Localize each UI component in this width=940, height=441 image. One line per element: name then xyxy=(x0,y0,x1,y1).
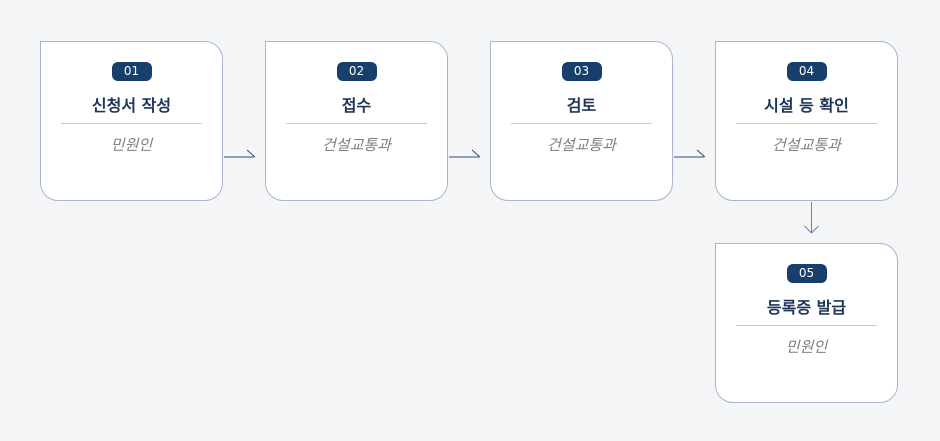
divider xyxy=(511,123,652,124)
step-actor: 건설교통과 xyxy=(321,136,391,154)
step-title: 신청서 작성 xyxy=(91,96,172,115)
step-card-4: 04 시설 등 확인 건설교통과 xyxy=(715,41,898,201)
step-card-3: 03 검토 건설교통과 xyxy=(490,41,673,201)
step-actor: 민원인 xyxy=(785,338,828,356)
step-card-1: 01 신청서 작성 민원인 xyxy=(40,41,223,201)
step-card-2: 02 접수 건설교통과 xyxy=(265,41,448,201)
step-title: 검토 xyxy=(566,96,597,115)
step-number-badge: 02 xyxy=(336,62,377,81)
connector-3-4 xyxy=(674,149,706,158)
divider xyxy=(286,123,427,124)
divider xyxy=(736,123,877,124)
step-number-badge: 03 xyxy=(561,62,602,81)
step-number-badge: 05 xyxy=(786,264,827,283)
divider xyxy=(61,123,202,124)
step-number-badge: 04 xyxy=(786,62,827,81)
step-number-badge: 01 xyxy=(111,62,152,81)
step-actor: 건설교통과 xyxy=(771,136,841,154)
step-title: 등록증 발급 xyxy=(766,298,847,317)
step-card-5: 05 등록증 발급 민원인 xyxy=(715,243,898,403)
step-title: 접수 xyxy=(341,96,372,115)
connector-2-3 xyxy=(449,149,481,158)
step-title: 시설 등 확인 xyxy=(764,96,849,115)
connector-1-2 xyxy=(224,149,256,158)
step-actor: 건설교통과 xyxy=(546,136,616,154)
step-actor: 민원인 xyxy=(110,136,153,154)
divider xyxy=(736,325,877,326)
connector-4-5 xyxy=(804,202,819,234)
